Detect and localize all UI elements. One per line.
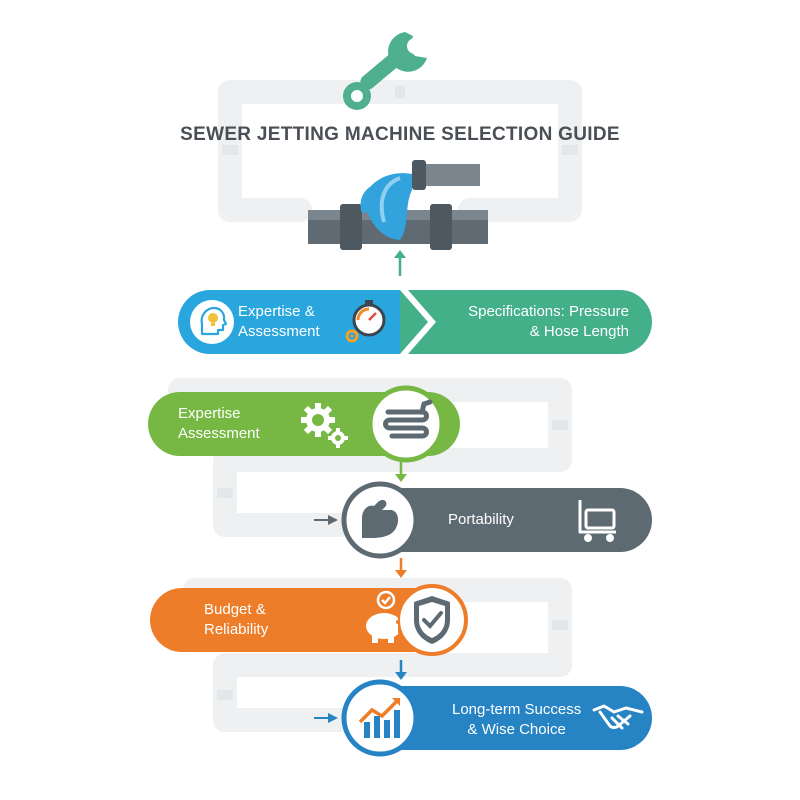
step6-label: Long-term Success& Wise Choice — [452, 701, 582, 738]
piggy-bank-icon — [366, 590, 402, 643]
flexed-arm-icon — [341, 481, 419, 559]
cart-icon — [578, 500, 616, 542]
shield-check-icon — [398, 584, 468, 656]
flow-arrow-down-2 — [395, 558, 407, 578]
page-title: SEWER JETTING MACHINE SELECTION GUIDE — [180, 124, 620, 145]
step4-label: Portability — [448, 511, 514, 528]
side-arrow-1 — [314, 515, 338, 525]
step5-label: Budget &Reliability — [204, 601, 269, 638]
flow-arrow-up — [394, 250, 406, 276]
coiled-hose-icon — [367, 385, 445, 463]
jetting-pipe-icon — [308, 160, 488, 250]
wrench-icon — [343, 32, 427, 110]
step-specifications — [400, 290, 652, 354]
flow-arrow-down-1 — [395, 462, 407, 482]
step2-label: Specifications: Pressure& Hose Length — [468, 303, 629, 340]
step2-notch — [400, 290, 436, 354]
head-bulb-icon — [190, 300, 234, 344]
flow-arrow-down-3 — [395, 660, 407, 680]
step1-label: Expertise &Assessment — [238, 303, 320, 340]
side-arrow-2 — [314, 713, 338, 723]
gears-icon — [301, 403, 348, 448]
stopwatch-gear-icon — [345, 300, 386, 343]
growth-chart-icon — [341, 679, 419, 757]
handshake-icon — [592, 704, 644, 730]
